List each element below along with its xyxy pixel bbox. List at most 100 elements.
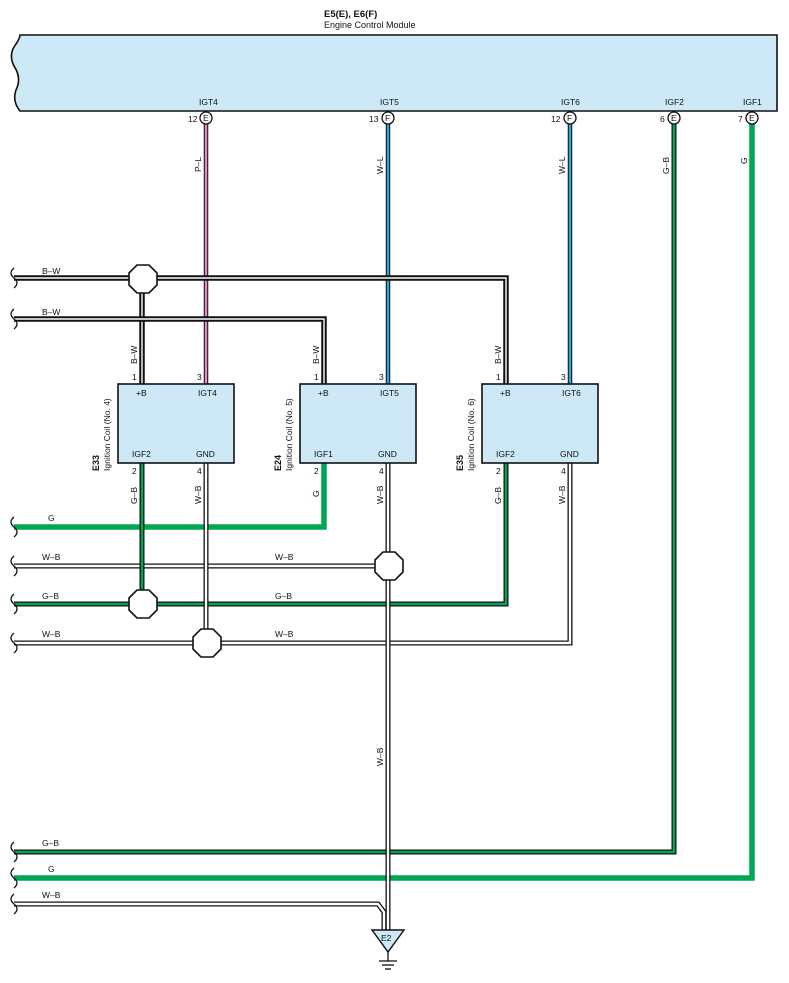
ecm-body [10,34,778,112]
coil-pin-igt: IGT5 [380,388,399,398]
ecm-pin-conn: E [671,113,677,123]
ecm-pin-num: 12 [551,114,561,124]
ecm-pin-conn: E [749,113,755,123]
ecm-pin-connectors: 12 E 13 F 12 F 6 E 7 E [188,111,759,125]
ecm-pin-conn: E [203,113,209,123]
coil-pin-num: 3 [561,372,566,382]
ecm-pin-label-igt6: IGT6 [561,97,580,107]
coil-wire-label: B–W [493,346,503,364]
coil-pin-num: 4 [197,466,202,476]
coil-wire-label: B–W [311,346,321,364]
wire-label-g-bottom: G [48,864,55,874]
ecm-code: E5(E), E6(F) [324,9,377,20]
junction-gb-1 [128,589,158,619]
coil-pin-bplus: +B [136,388,147,398]
ground-label: E2 [381,933,392,943]
ecm-pin-num: 13 [369,114,379,124]
wire-label-pl: P–L [193,157,203,172]
coil-name: Ignition Coil (No. 6) [466,398,476,471]
coil-code: E24 [273,455,283,471]
ecm-pin-conn: F [385,113,390,123]
ecm-name: Engine Control Module [324,20,416,30]
ecm-pin-num: 6 [660,114,665,124]
wire-gb-igf2-ecm [14,124,677,855]
ecm-pin-num: 12 [188,114,198,124]
wire-label-wl-igt6: W–L [557,156,567,174]
coil-code: E35 [455,455,465,471]
ecm-pin-num: 7 [738,114,743,124]
ecm-pin-conn: F [567,113,572,123]
wire-label-wb-trunk: W–B [375,747,385,766]
coil-pin-num: 4 [379,466,384,476]
ignition-coil-6: +B IGT6 IGF2 GND 1 3 2 4 E35 Ignition Co… [455,346,599,504]
ecm-pin-igt5: 13 F [369,111,395,125]
coil-pin-igf: IGF2 [132,449,151,459]
ecm-pin-igt6: 12 F [551,111,577,125]
coil-wire-label: B–W [129,346,139,364]
coil-code: E33 [91,455,101,471]
coil-pin-num: 1 [496,372,501,382]
ecm-pin-label-igf2: IGF2 [665,97,684,107]
wire-g-coil5-igf1 [14,463,327,530]
ecm-pin-label-igt5: IGT5 [380,97,399,107]
wire-label-wb-1-mid: W–B [275,552,294,562]
wire-label-bw-2: B–W [42,307,60,317]
wires [14,124,755,930]
coil-pin-bplus: +B [500,388,511,398]
wire-label-gb-1: G–B [42,591,59,601]
engine-control-module: E5(E), E6(F) Engine Control Module IGT4 … [10,9,778,112]
ecm-pin-label-igt4: IGT4 [199,97,218,107]
coil-wire-label: G–B [129,487,139,504]
ground-e2: E2 [370,929,406,970]
wire-label-wl-igt5: W–L [375,156,385,174]
ecm-wire-labels: P–L W–L W–L G–B G [193,156,749,174]
wire-label-g: G [48,513,55,523]
ecm-pin-igf1: 7 E [738,111,759,125]
coil-pin-num: 2 [496,466,501,476]
ground-icon [379,960,397,970]
junctions [128,264,404,658]
wire-label-wb-2-mid: W–B [275,629,294,639]
coil-pin-bplus: +B [318,388,329,398]
wire-g-igf1-ecm [14,124,755,881]
junction-wb-2 [192,628,222,658]
coil-pin-num: 1 [132,372,137,382]
coil-wire-label: G–B [493,487,503,504]
junction-wb-1 [374,551,404,581]
coil-name: Ignition Coil (No. 4) [102,398,112,471]
coil-pin-num: 2 [132,466,137,476]
coil-wire-label: W–B [375,485,385,504]
coil-wire-label: W–B [193,485,203,504]
coil-pin-num: 3 [197,372,202,382]
wire-label-gb-bottom: G–B [42,838,59,848]
wire-label-g-igf1: G [739,157,749,164]
coil-wire-label: G [311,490,321,497]
wire-gb-1 [14,463,509,607]
coil-pin-igf: IGF1 [314,449,333,459]
wire-label-bw-1: B–W [42,266,60,276]
ecm-pin-label-igf1: IGF1 [743,97,762,107]
junction-bw [128,264,158,294]
coil-pin-igf: IGF2 [496,449,515,459]
wire-bw-bus-1 [14,275,509,384]
coil-pin-igt: IGT4 [198,388,217,398]
ignition-coil-4: +B IGT4 IGF2 GND 1 3 2 4 E33 Ignition Co… [91,346,235,504]
wire-label-wb-2: W–B [42,629,61,639]
wire-wb-bottom [14,901,387,930]
ecm-pin-igt4: 12 E [188,111,213,125]
coil-wire-label: W–B [557,485,567,504]
wire-break-marks [10,267,18,915]
coil-pin-num: 4 [561,466,566,476]
coil-pin-num: 2 [314,466,319,476]
coil-pin-gnd: GND [196,449,215,459]
wire-bw-bus-2 [14,316,327,384]
coil-pin-igt: IGT6 [562,388,581,398]
coil-pin-gnd: GND [560,449,579,459]
wire-label-gb-igf2: G–B [661,157,671,174]
ecm-pin-igf2: 6 E [660,111,681,125]
coil-pin-gnd: GND [378,449,397,459]
wire-label-wb-bottom: W–B [42,890,61,900]
side-wire-labels: B–W B–W G W–B W–B G–B G–B W–B W–B W–B G–… [42,266,385,900]
coil-pin-num: 1 [314,372,319,382]
